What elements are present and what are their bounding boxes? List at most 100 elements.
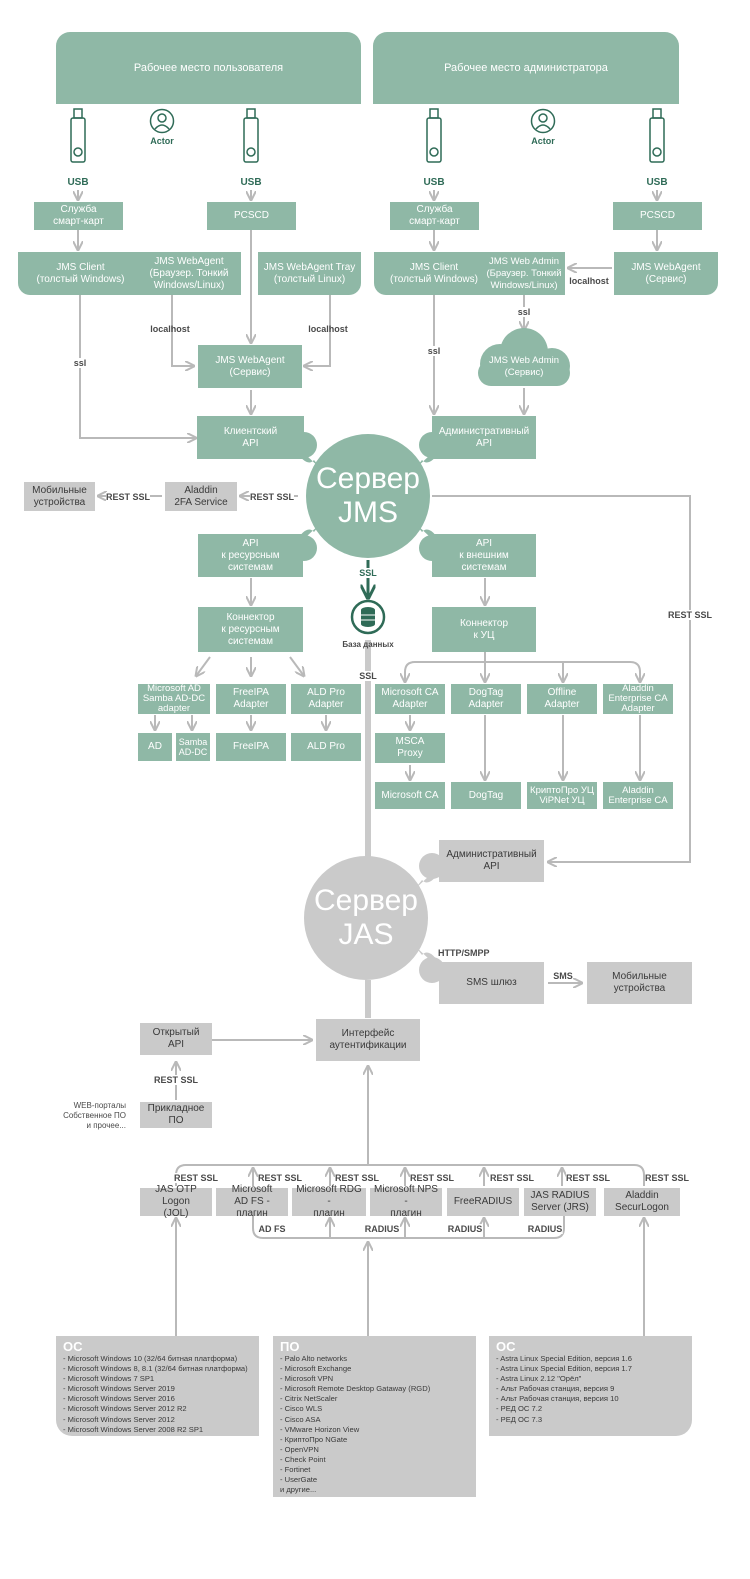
localhost-label: localhost [569, 276, 609, 286]
connector-ca: Коннектор к УЦ [432, 607, 536, 652]
software-item: - OpenVPN [280, 1444, 319, 1454]
usb-token-icon [649, 108, 665, 163]
software-item: - Citrix NetScaler [280, 1394, 338, 1404]
aladdin-2fa-service: Aladdin 2FA Service [165, 482, 237, 511]
actor-icon [149, 108, 175, 134]
actor-icon [530, 108, 556, 134]
jas-server: Сервер JAS [313, 884, 418, 951]
os-item: - Microsoft Windows 7 SP1 [63, 1374, 155, 1384]
smartcard-service: Служба смарт-карт [34, 202, 123, 230]
jms-server: Сервер JMS [315, 462, 420, 529]
freeipa-target: FreeIPA [216, 733, 286, 761]
os-item: - Альт Рабочая станция, версия 10 [496, 1394, 619, 1404]
rest-ssl-label: REST SSL [489, 1173, 535, 1183]
os-item: - Microsoft Windows Server 2008 R2 SP1 [63, 1424, 204, 1434]
cloud-shape [478, 328, 570, 386]
jms-webagent-service: JMS WebAgent (Сервис) [198, 345, 302, 388]
rest-ssl-label: REST SSL [334, 1173, 380, 1183]
aldpro-target: ALD Pro [291, 733, 361, 761]
os-linux-title: ОС [496, 1339, 516, 1354]
msca-adapter: Microsoft CA Adapter [375, 684, 445, 714]
os-item: - Astra Linux Special Edition, версия 1.… [496, 1354, 632, 1363]
software-item: - КриптоПро NGate [280, 1434, 348, 1444]
usb-label: USB [646, 177, 668, 188]
os-windows-panel: ОС - Microsoft Windows 10 (32/64 битная … [56, 1336, 259, 1436]
os-item: - РЕД ОС 7.2 [496, 1404, 543, 1414]
software-item: - Fortinet [280, 1465, 311, 1475]
database-icon [350, 599, 386, 635]
software-item: - Microsoft Remote Desktop Gataway (RGD) [280, 1384, 431, 1394]
sms-label: SMS [553, 971, 573, 981]
admin-workplace: Рабочее место администратора [373, 32, 679, 104]
actor-label: Actor [531, 136, 555, 146]
dogtag-ca: DogTag [451, 782, 521, 809]
rest-ssl-label: REST SSL [249, 492, 295, 502]
os-item: - Microsoft Windows Server 2019 [63, 1384, 175, 1394]
sms-mobile-devices: Мобильные устройства [587, 962, 692, 1004]
api-resource-systems: API к ресурсным системам [198, 534, 303, 577]
jas-admin-api: Административный API [439, 840, 544, 882]
os-item: - Astra Linux 2.12 "Орёл" [496, 1374, 582, 1384]
jms-client-user: JMS Client (толстый Windows) [18, 252, 143, 295]
radius-label: RADIUS [364, 1224, 400, 1234]
software-item: - UserGate [280, 1475, 318, 1485]
rest-ssl-label: REST SSL [667, 610, 713, 620]
os-item: - Astra Linux Special Edition, версия 1.… [496, 1364, 632, 1374]
client-jas-radius-server: JAS RADIUS Server (JRS) [524, 1188, 596, 1216]
aladdin-enterprise-ca: Aladdin Enterprise CA [603, 782, 673, 809]
mobile-devices: Мобильные устройства [24, 482, 95, 511]
usb-token-icon [243, 108, 259, 163]
client-nps-plugin: Microsoft NPS - плагин [370, 1184, 442, 1219]
software-item: - Palo Alto networks [280, 1354, 348, 1363]
usb-token-icon [70, 108, 86, 163]
os-linux-panel: ОС - Astra Linux Special Edition, версия… [489, 1336, 692, 1436]
freeipa-adapter: FreeIPA Adapter [216, 684, 286, 714]
ssl-db-label: SSL [359, 568, 377, 578]
jms-webagent-browser: JMS WebAgent (Браузер. Тонкий Windows/Li… [137, 252, 241, 295]
ssl-label: ssl [73, 358, 87, 368]
user-workplace: Рабочее место пользователя [56, 32, 361, 104]
software-item: - Check Point [280, 1454, 326, 1464]
software-panel: ПО - Palo Alto networks - Microsoft Exch… [273, 1336, 476, 1497]
open-api: Открытый API [140, 1023, 212, 1055]
client-freeradius: FreeRADIUS [447, 1188, 519, 1216]
software-item: - Microsoft Exchange [280, 1364, 352, 1374]
os-item: - Альт Рабочая станция, версия 9 [496, 1384, 615, 1394]
jms-client-admin: JMS Client (толстый Windows) [374, 252, 494, 295]
jas-server-shape [304, 853, 446, 983]
software-item: и другие... [280, 1485, 317, 1495]
pcscd-user: PCSCD [207, 202, 296, 230]
database-label: База данных [342, 640, 394, 649]
jms-web-admin-service: JMS Web Admin (Сервис) [488, 355, 560, 378]
adfs-label: AD FS [258, 1224, 286, 1234]
os-item: - Microsoft Windows Server 2016 [63, 1394, 175, 1404]
localhost-label: localhost [150, 324, 190, 334]
microsoft-ca: Microsoft CA [375, 782, 445, 809]
os-item: - Microsoft Windows Server 2012 R2 [63, 1404, 187, 1414]
actor-label: Actor [150, 136, 174, 146]
offline-adapter: Offline Adapter [527, 684, 597, 714]
samba-target: Samba AD-DC [176, 733, 210, 761]
software-title: ПО [280, 1339, 300, 1354]
sms-gateway: SMS шлюз [439, 962, 544, 1004]
rest-ssl-label: REST SSL [644, 1173, 690, 1183]
dogtag-adapter: DogTag Adapter [451, 684, 521, 714]
applied-software: Прикладное ПО [140, 1102, 212, 1128]
http-smpp-label: HTTP/SMPP [438, 948, 490, 958]
software-item: - VMware Horizon View [280, 1424, 360, 1434]
jms-web-admin: JMS Web Admin (Браузер. Тонкий Windows/L… [483, 252, 565, 295]
usb-label: USB [67, 177, 89, 188]
auth-interface: Интерфейс аутентификации [316, 1019, 420, 1061]
os-item: - РЕД ОС 7.3 [496, 1414, 543, 1424]
msad-samba-adapter: Microsoft AD Samba AD-DC adapter [138, 684, 210, 714]
rest-ssl-label: REST SSL [565, 1173, 611, 1183]
client-adfs-plugin: Microsoft AD FS - плагин [216, 1184, 288, 1219]
os-item: - Microsoft Windows 8, 8.1 (32/64 битная… [63, 1364, 248, 1374]
usb-label: USB [240, 177, 262, 188]
usb-token-icon [426, 108, 442, 163]
ad-target: AD [138, 733, 172, 761]
ssl-db-jas-label: SSL [359, 671, 377, 681]
smartcard-service-admin: Служба смарт-карт [390, 202, 479, 230]
localhost-label: localhost [308, 324, 348, 334]
ssl-label: ssl [427, 346, 441, 356]
